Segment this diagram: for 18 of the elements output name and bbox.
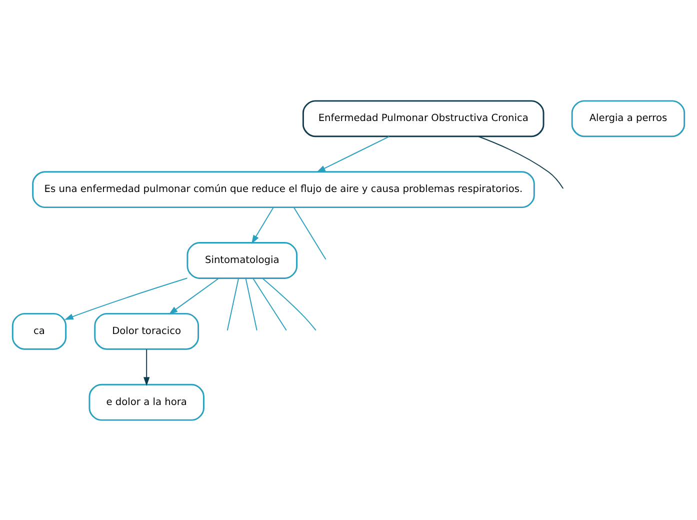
connector: [478, 135, 564, 188]
arrow: [143, 348, 150, 386]
node-box: ca: [12, 312, 67, 350]
node-box: Alergia a perros: [571, 100, 686, 137]
connector: [293, 206, 326, 260]
node-box: e dolor a la hora: [88, 383, 204, 420]
node-box: Sintomatologia: [186, 242, 298, 278]
connector: [245, 278, 258, 330]
node-box: Enfermedad Pulmonar Obstructiva Cronica: [302, 100, 544, 137]
node-box: Es una enfermedad pulmonar común que reduce el flujo de aire y causa problemas respiratorios.: [32, 170, 535, 208]
arrow: [251, 206, 274, 244]
connector: [226, 278, 239, 330]
arrow: [168, 278, 219, 314]
connector: [262, 277, 316, 330]
node-box: Dolor toracico: [94, 312, 200, 350]
connector: [252, 278, 287, 330]
arrow: [64, 277, 188, 320]
arrow: [316, 136, 390, 172]
